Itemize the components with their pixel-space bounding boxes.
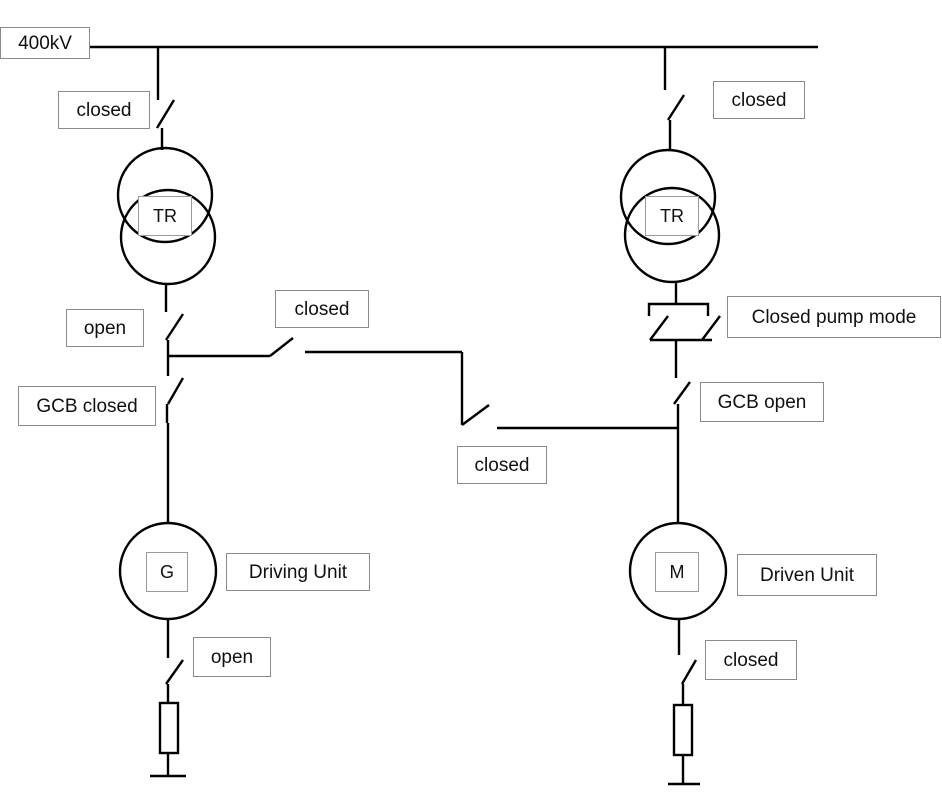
left-sfc-switch: [164, 313, 185, 341]
generator-label: G: [146, 552, 188, 592]
left-gcb-state-label: GCB closed: [18, 386, 156, 426]
busbar-voltage-label: 400kV: [0, 27, 90, 59]
start-switch-upper-state-label: closed: [275, 290, 369, 328]
right-earthing-state-label: closed: [705, 640, 797, 680]
right-earthing-switch: [680, 659, 698, 685]
phase-reversal-cross-2: [701, 315, 721, 341]
right-transformer-label: TR: [645, 196, 699, 236]
right-transformer-winding-1: [619, 148, 717, 246]
left-transformer-label: TR: [138, 196, 192, 236]
left-gcb: [166, 377, 185, 405]
left-resistor: [158, 701, 180, 755]
start-switch-upper: [269, 337, 294, 357]
left-transformer-winding-2: [119, 188, 217, 286]
right-gcb: [673, 381, 691, 405]
phase-reversal-cross: [649, 315, 669, 341]
driving-unit-label: Driving Unit: [226, 553, 370, 591]
phase-reversal-state-label: Closed pump mode: [727, 296, 941, 338]
left-transformer-winding-1: [116, 146, 214, 244]
left-earthing-switch: [165, 659, 184, 685]
start-switch-lower-state-label: closed: [457, 446, 547, 484]
right-resistor: [672, 703, 694, 757]
start-switch-lower: [461, 404, 490, 426]
left-earthing-state-label: open: [193, 637, 271, 677]
left-disconnector: [155, 99, 176, 129]
motor-label: M: [655, 552, 699, 592]
right-disconnector-state-label: closed: [713, 81, 805, 119]
phase-reversal-bracket-top: [647, 302, 710, 316]
driven-unit-label: Driven Unit: [737, 554, 877, 596]
right-disconnector: [666, 94, 686, 121]
right-transformer-winding-2: [623, 186, 721, 284]
left-sfc-switch-state-label: open: [66, 309, 144, 347]
left-disconnector-state-label: closed: [58, 91, 150, 129]
right-gcb-state-label: GCB open: [700, 382, 824, 422]
